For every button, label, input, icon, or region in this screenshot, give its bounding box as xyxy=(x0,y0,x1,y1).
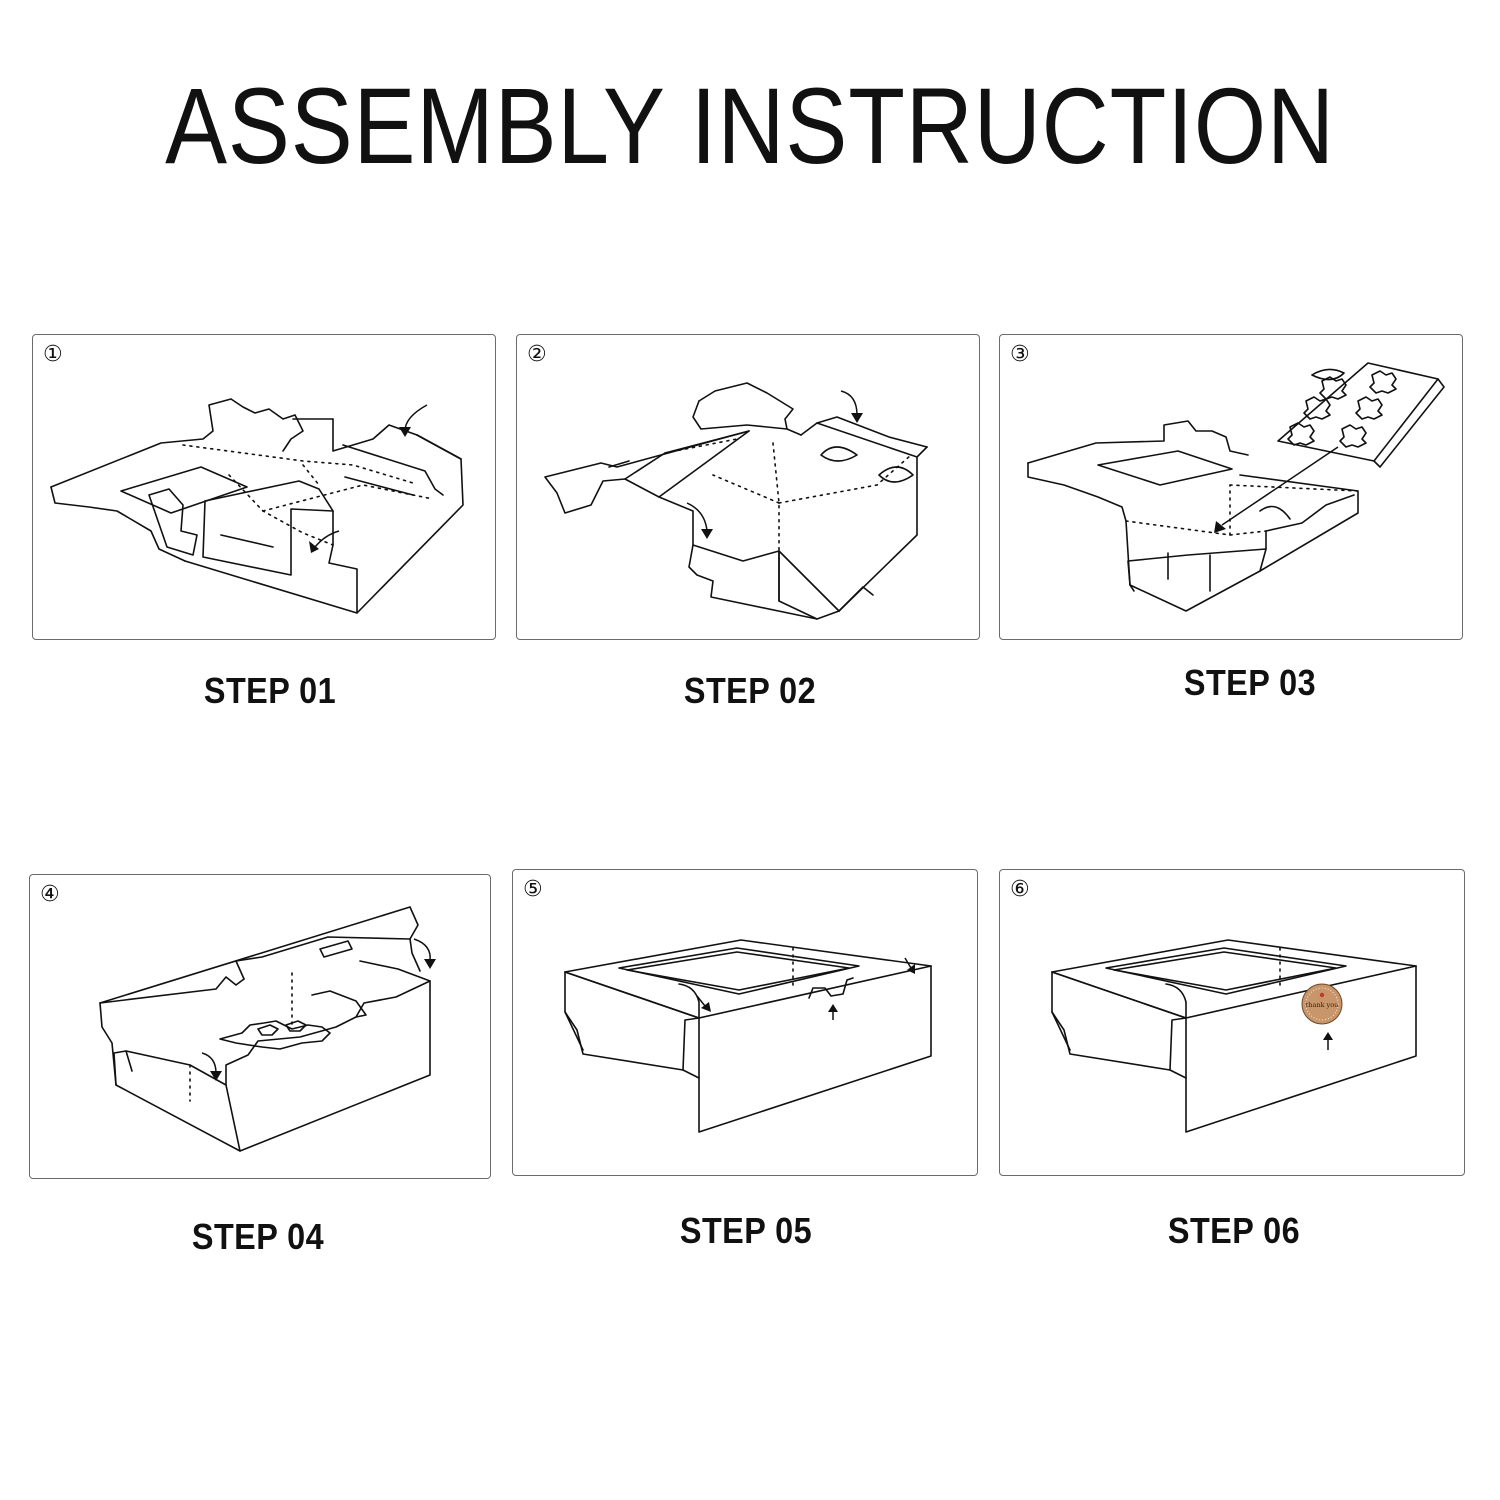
step-6-number: ⑥ xyxy=(1010,876,1030,901)
step-2-panel: ② xyxy=(516,334,980,640)
step-6-illustration: thank you xyxy=(1051,939,1417,1133)
step-4-label: STEP 04 xyxy=(191,1216,325,1257)
step-2-number: ② xyxy=(527,341,547,366)
step-1-illustration xyxy=(50,398,464,614)
step-2-illustration xyxy=(544,382,928,620)
step-3-tray-cups xyxy=(1287,370,1397,448)
step-3-illustration xyxy=(1027,362,1445,612)
step-1-panel: ① xyxy=(32,334,496,640)
step-3-panel: ③ xyxy=(999,334,1463,640)
step-2-label: STEP 02 xyxy=(683,670,817,711)
step-4-panel: ④ xyxy=(29,874,491,1179)
step-4-number: ④ xyxy=(40,881,60,906)
step-1-number: ① xyxy=(43,341,63,366)
step-5-label: STEP 05 xyxy=(679,1210,813,1251)
page-title: ASSEMBLY INSTRUCTION xyxy=(165,65,1335,186)
sticker-text: thank you xyxy=(1306,1001,1339,1009)
step-5-panel: ⑤ xyxy=(512,869,978,1176)
step-6-panel: ⑥ thank you xyxy=(999,869,1465,1176)
step-4-illustration xyxy=(99,906,436,1152)
step-5-illustration xyxy=(564,939,932,1133)
step-3-label: STEP 03 xyxy=(1183,662,1317,703)
thank-you-sticker xyxy=(1301,983,1343,1025)
step-3-number: ③ xyxy=(1010,341,1030,366)
step-6-label: STEP 06 xyxy=(1167,1210,1301,1251)
step-1-label: STEP 01 xyxy=(203,670,337,711)
step-5-number: ⑤ xyxy=(523,876,543,901)
